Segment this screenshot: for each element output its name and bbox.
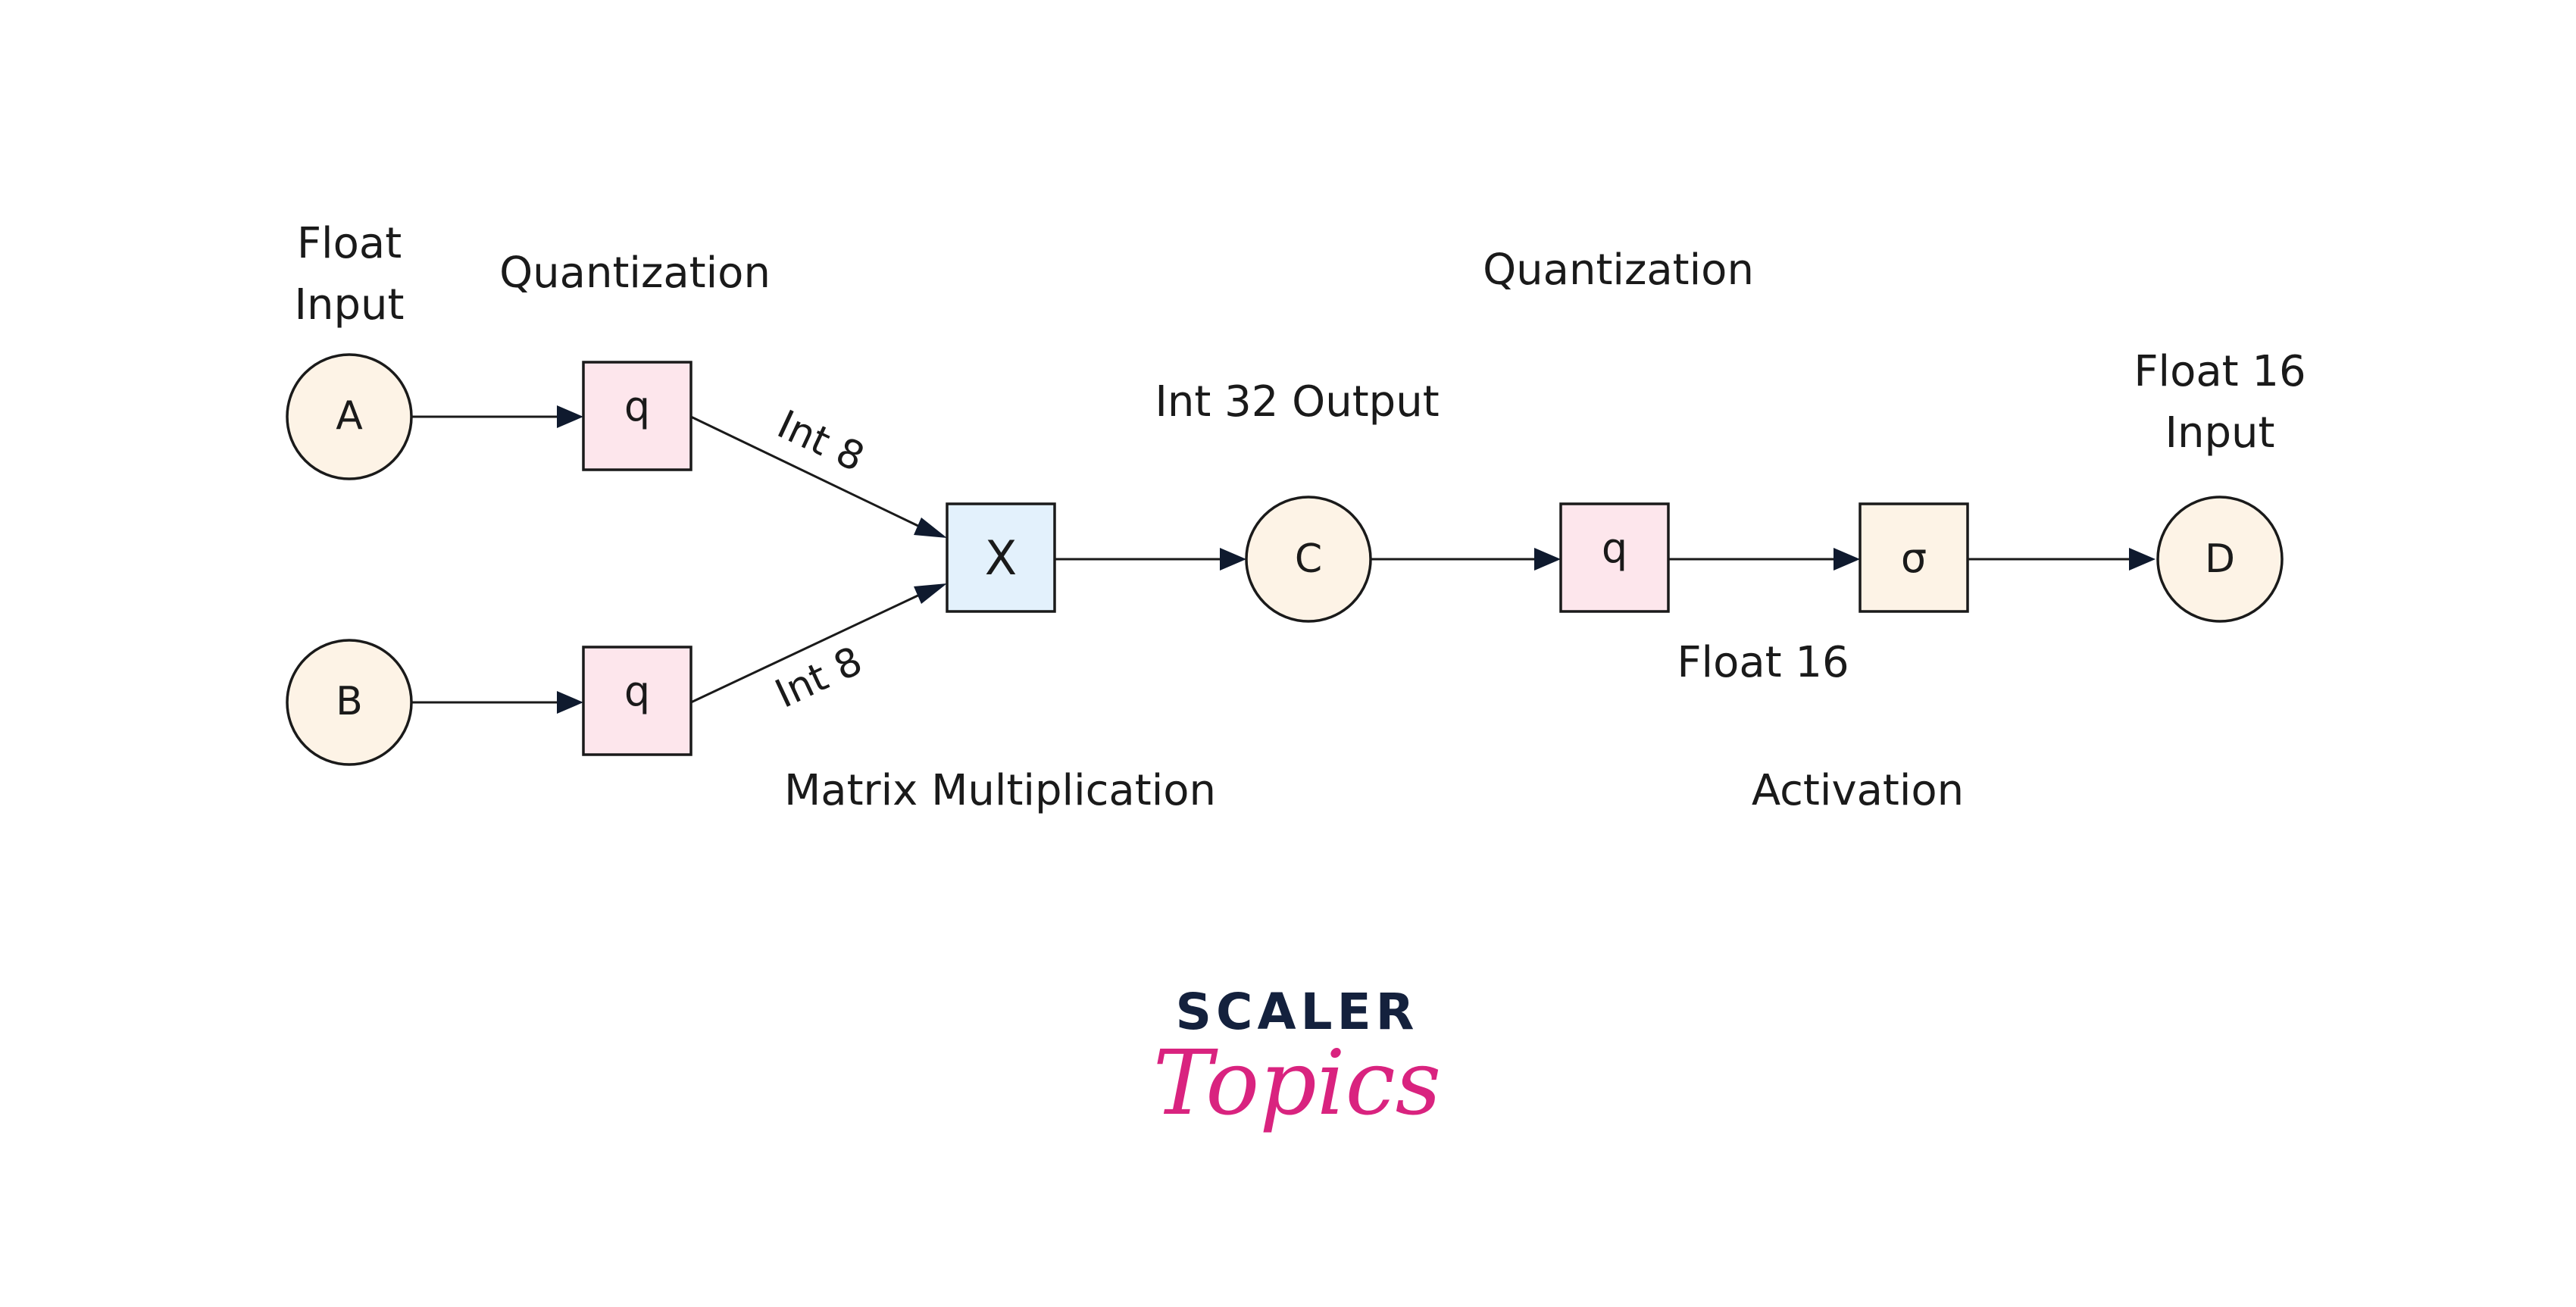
matrix-multiplication-label: Matrix Multiplication — [784, 766, 1216, 815]
scaler-topics-logo: SCALER Topics — [1153, 983, 1442, 1135]
node-b-label: B — [336, 679, 363, 724]
int32-output-label: Int 32 Output — [1155, 377, 1439, 427]
edge-q2-to-x — [690, 591, 925, 704]
arrowhead-a-q1 — [557, 405, 583, 428]
node-sigma-box — [1859, 502, 1969, 613]
int8-top-label: Int 8 — [771, 402, 871, 480]
node-x-box — [946, 502, 1056, 613]
arrowhead-q3-sigma — [1834, 548, 1860, 571]
quantization-left-label: Quantization — [499, 249, 771, 298]
node-q1-box — [582, 361, 692, 471]
float16-input-label-line1: Float 16 — [2134, 347, 2306, 396]
float16-mid-label: Float 16 — [1677, 638, 1849, 687]
edges — [412, 405, 2156, 714]
arrowhead-c-q3 — [1534, 548, 1561, 571]
float-input-label-line2: Input — [294, 280, 404, 330]
edge-q1-to-x — [690, 415, 925, 530]
node-q1-label: q — [624, 383, 650, 430]
nodes: A B q q X C q σ D — [286, 353, 2284, 766]
node-q3-box — [1559, 502, 1670, 613]
brand-topics-text: Topics — [1153, 1030, 1442, 1135]
node-x-label: X — [985, 530, 1017, 586]
float-input-label-line1: Float — [297, 219, 402, 268]
int8-bottom-label: Int 8 — [769, 638, 870, 717]
float16-input-label-line2: Input — [2165, 408, 2274, 458]
arrowhead-q2-x — [914, 583, 947, 604]
quantization-right-label: Quantization — [1483, 245, 1754, 295]
node-q3-label: q — [1602, 524, 1627, 572]
node-c-circle — [1245, 496, 1372, 623]
node-q2-box — [582, 646, 692, 756]
node-a-circle — [286, 353, 413, 480]
arrowhead-x-c — [1220, 548, 1246, 571]
node-d-label: D — [2205, 536, 2235, 582]
arrowhead-q1-x — [914, 517, 947, 538]
activation-label: Activation — [1752, 766, 1964, 815]
node-q2-label: q — [624, 668, 650, 715]
node-sigma-label: σ — [1901, 534, 1927, 582]
node-d-circle — [2156, 496, 2284, 623]
node-b-circle — [286, 639, 413, 766]
node-c-label: C — [1295, 536, 1322, 582]
node-a-label: A — [336, 393, 363, 439]
arrowhead-sigma-d — [2129, 548, 2156, 571]
brand-scaler-text: SCALER — [1175, 983, 1418, 1041]
arrowhead-b-q2 — [557, 691, 583, 714]
